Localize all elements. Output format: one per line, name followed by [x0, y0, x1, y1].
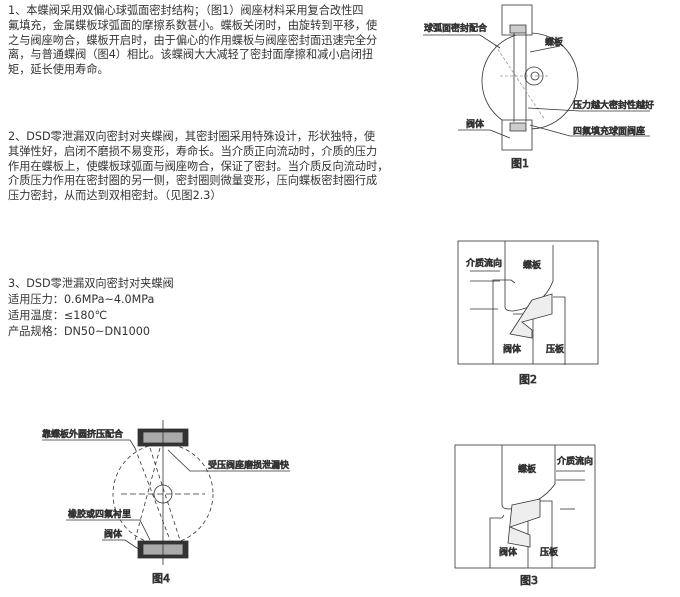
figure-1: 球弧面密封配合 蝶板 压力越大密封性越好 阀体 四氟填充球面阀座 图1 [423, 4, 654, 170]
label-disc: 蝶板 [523, 259, 541, 271]
text-line: 其弹性好，启闭不磨损不易变形，寿命长。当介质正向流动时，介质的压力 [8, 144, 378, 158]
label-disc: 蝶板 [518, 463, 536, 475]
text-line: 之与阀座吻合，蝶板开启时，由于偏心的作用蝶板与阀座密封面迅速完全分 [8, 33, 378, 47]
text-line: 2、DSD零泄漏双向密封对夹蝶阀，其密封圈采用特殊设计，形状独特，使 [8, 130, 376, 143]
label-disc: 蝶板 [545, 36, 563, 48]
figure-3-caption: 图3 [520, 574, 538, 587]
label-flow-direction: 介质流向 [466, 257, 502, 269]
label-ptfe-seat: 四氟填充球面阀座 [573, 125, 645, 137]
text-line: 作用在蝶板上，使蝶板球弧面与阀座吻合，保证了密封。当介质反向流动时， [8, 159, 389, 173]
text-line: 1、本蝶阀采用双偏心球弧面密封结构；（图1）阀座材料采用复合改性四 [8, 4, 364, 17]
figure-2: 介质流向 蝶板 阀体 压板 图2 [457, 240, 599, 386]
label-flow-direction: 介质流向 [557, 455, 593, 467]
text-line: 压力密封，从而达到双相密封。（见图2.3） [8, 189, 222, 203]
label-body: 阀体 [466, 118, 484, 130]
text-line: 矩，延长使用寿命。 [8, 63, 109, 77]
spec-pressure: 适用压力：0.6MPa~4.0MPa [8, 293, 155, 306]
label-liner: 橡胶或四氟衬里 [68, 508, 131, 520]
label-outer-compression: 靠蝶板外圆挤压配合 [42, 428, 123, 440]
section-3-text: 3、DSD零泄漏双向密封对夹蝶阀 适用压力：0.6MPa~4.0MPa 适用温度… [8, 276, 388, 340]
text-line: 离，与普通蝶阀（图4）相比。该蝶阀大大减轻了密封面摩擦和减小启闭扭 [8, 48, 374, 62]
text-line: 氟填充，金属蝶板球弧面的摩擦系数甚小。蝶板关闭时，由旋转到平移，使 [8, 18, 378, 32]
section-2-text: 2、DSD零泄漏双向密封对夹蝶阀，其密封圈采用特殊设计，形状独特，使 其弹性好，… [8, 130, 388, 204]
text-line: 介质压力作用在密封圈的另一侧，密封圈则微量变形，压向蝶板密封圈行成 [8, 174, 378, 188]
label-spherical-seal: 球弧面密封配合 [424, 22, 487, 34]
section-1-text: 1、本蝶阀采用双偏心球弧面密封结构；（图1）阀座材料采用复合改性四 氟填充，金属… [8, 4, 388, 78]
figure-4: 靠蝶板外圆挤压配合 受压阀座磨损泄漏快 橡胶或四氟衬里 阀体 图4 [42, 420, 290, 585]
label-seat-wear: 受压阀座磨损泄漏快 [208, 459, 289, 471]
figure-1-caption: 图1 [511, 157, 529, 170]
label-body: 阀体 [503, 343, 521, 355]
label-body: 阀体 [499, 546, 517, 558]
label-pressure-seal: 压力越大密封性越好 [573, 99, 654, 111]
label-pressure-plate: 压板 [546, 343, 564, 355]
figure-3: 蝶板 介质流向 阀体 压板 图3 [454, 444, 596, 587]
figure-2-caption: 图2 [519, 373, 537, 386]
section-title: 3、DSD零泄漏双向密封对夹蝶阀 [8, 277, 174, 290]
label-body: 阀体 [104, 528, 122, 540]
spec-temperature: 适用温度：≤180℃ [8, 309, 108, 322]
spec-size: 产品规格：DN50~DN1000 [8, 325, 150, 338]
label-pressure-plate: 压板 [540, 546, 558, 558]
figure-4-caption: 图4 [152, 572, 170, 585]
